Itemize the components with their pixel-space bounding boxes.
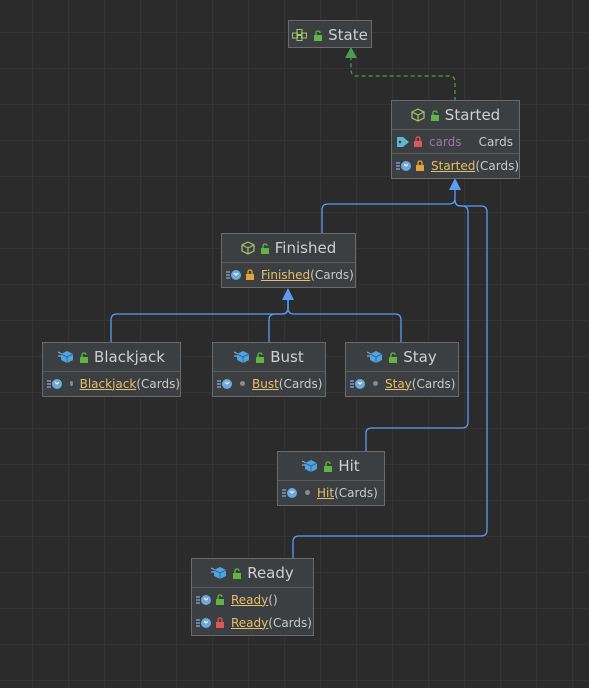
method-row[interactable]: Bust(Cards)	[213, 371, 325, 395]
node-bust[interactable]: Bust Bust(Cards)	[212, 342, 326, 397]
method-name: Ready	[231, 592, 269, 607]
inheritance-arrowhead-started	[449, 178, 461, 190]
class-icon	[234, 350, 250, 364]
method-icon	[396, 160, 412, 172]
node-title: Started	[444, 106, 501, 124]
package-visibility-dot	[373, 381, 378, 386]
method-icon	[350, 378, 366, 390]
edge-stay-extends-finished	[287, 300, 402, 342]
method-name: Finished	[261, 267, 311, 282]
unlock-icon	[260, 242, 270, 254]
unlock-icon	[232, 567, 242, 579]
field-tag-icon	[396, 136, 410, 148]
unlock-icon	[313, 29, 323, 41]
unlock-icon	[430, 109, 440, 121]
method-params: (Cards)	[136, 376, 180, 391]
method-row[interactable]: Started(Cards)	[392, 153, 519, 177]
class-icon	[302, 459, 318, 473]
node-title: State	[328, 26, 368, 44]
edge-ready-extends-started	[292, 199, 488, 558]
package-visibility-dot	[70, 381, 73, 386]
method-row[interactable]: Blackjack(Cards)	[43, 371, 180, 395]
node-title: Hit	[338, 457, 360, 475]
field-type: Cards	[478, 134, 513, 149]
node-started[interactable]: Started cards Cards Started(Cards)	[391, 100, 520, 179]
method-icon	[196, 594, 212, 606]
inheritance-arrowhead-finished	[282, 288, 294, 300]
method-params: (Cards)	[334, 485, 378, 500]
unlock-icon	[79, 351, 89, 363]
protected-lock-icon	[245, 269, 255, 280]
class-icon	[367, 350, 383, 364]
class-icon	[58, 350, 74, 364]
method-icon	[217, 378, 233, 390]
method-params: (Cards)	[268, 615, 312, 630]
method-row[interactable]: Ready()	[192, 587, 313, 611]
node-stay[interactable]: Stay Stay(Cards)	[345, 342, 459, 397]
edge-started-realizes-state	[350, 58, 456, 101]
public-unlock-icon	[215, 594, 225, 605]
node-finished[interactable]: Finished Finished(Cards)	[221, 233, 356, 288]
node-title: Ready	[247, 564, 294, 582]
edge-hit-extends-started	[365, 199, 469, 451]
abstract-class-icon	[241, 241, 255, 255]
method-row[interactable]: Hit(Cards)	[278, 480, 384, 504]
method-params: (Cards)	[475, 158, 520, 173]
edge-bust-extends-finished	[268, 300, 289, 342]
private-lock-icon	[215, 617, 225, 628]
node-title: Bust	[270, 348, 304, 366]
method-icon	[282, 487, 298, 499]
package-visibility-dot	[240, 381, 245, 386]
method-name: Ready	[231, 615, 269, 630]
protected-lock-icon	[415, 160, 425, 171]
method-icon	[196, 617, 212, 629]
method-icon	[226, 269, 242, 281]
class-icon	[211, 566, 227, 580]
method-params: (Cards)	[278, 376, 323, 391]
unlock-icon	[388, 351, 398, 363]
method-name: Stay	[385, 376, 412, 391]
unlock-icon	[323, 460, 333, 472]
edge-finished-extends-started	[321, 190, 456, 233]
node-hit[interactable]: Hit Hit(Cards)	[277, 451, 385, 506]
method-icon	[47, 378, 63, 390]
method-name: Bust	[252, 376, 279, 391]
realization-arrowhead	[345, 47, 357, 58]
node-ready[interactable]: Ready Ready() Ready(Cards)	[191, 558, 314, 636]
node-title: Finished	[274, 239, 337, 257]
private-lock-icon	[413, 136, 423, 147]
method-row[interactable]: Stay(Cards)	[346, 371, 458, 395]
node-title: Stay	[403, 348, 437, 366]
method-name: Hit	[317, 485, 335, 500]
method-row[interactable]: Finished(Cards)	[222, 262, 355, 286]
field-row[interactable]: cards Cards	[392, 129, 519, 153]
node-title: Blackjack	[94, 348, 165, 366]
package-visibility-dot	[305, 490, 310, 495]
method-params: (Cards)	[411, 376, 456, 391]
unlock-icon	[255, 351, 265, 363]
method-row[interactable]: Ready(Cards)	[192, 611, 313, 634]
field-name: cards	[429, 134, 462, 149]
method-name: Blackjack	[79, 376, 137, 391]
interface-icon	[292, 29, 308, 41]
method-params: ()	[268, 592, 278, 607]
node-blackjack[interactable]: Blackjack Blackjack(Cards)	[42, 342, 181, 397]
abstract-class-icon	[411, 108, 425, 122]
node-state[interactable]: State	[288, 20, 372, 48]
method-params: (Cards)	[310, 267, 354, 282]
edge-blackjack-extends-finished	[110, 300, 289, 342]
method-name: Started	[431, 158, 476, 173]
